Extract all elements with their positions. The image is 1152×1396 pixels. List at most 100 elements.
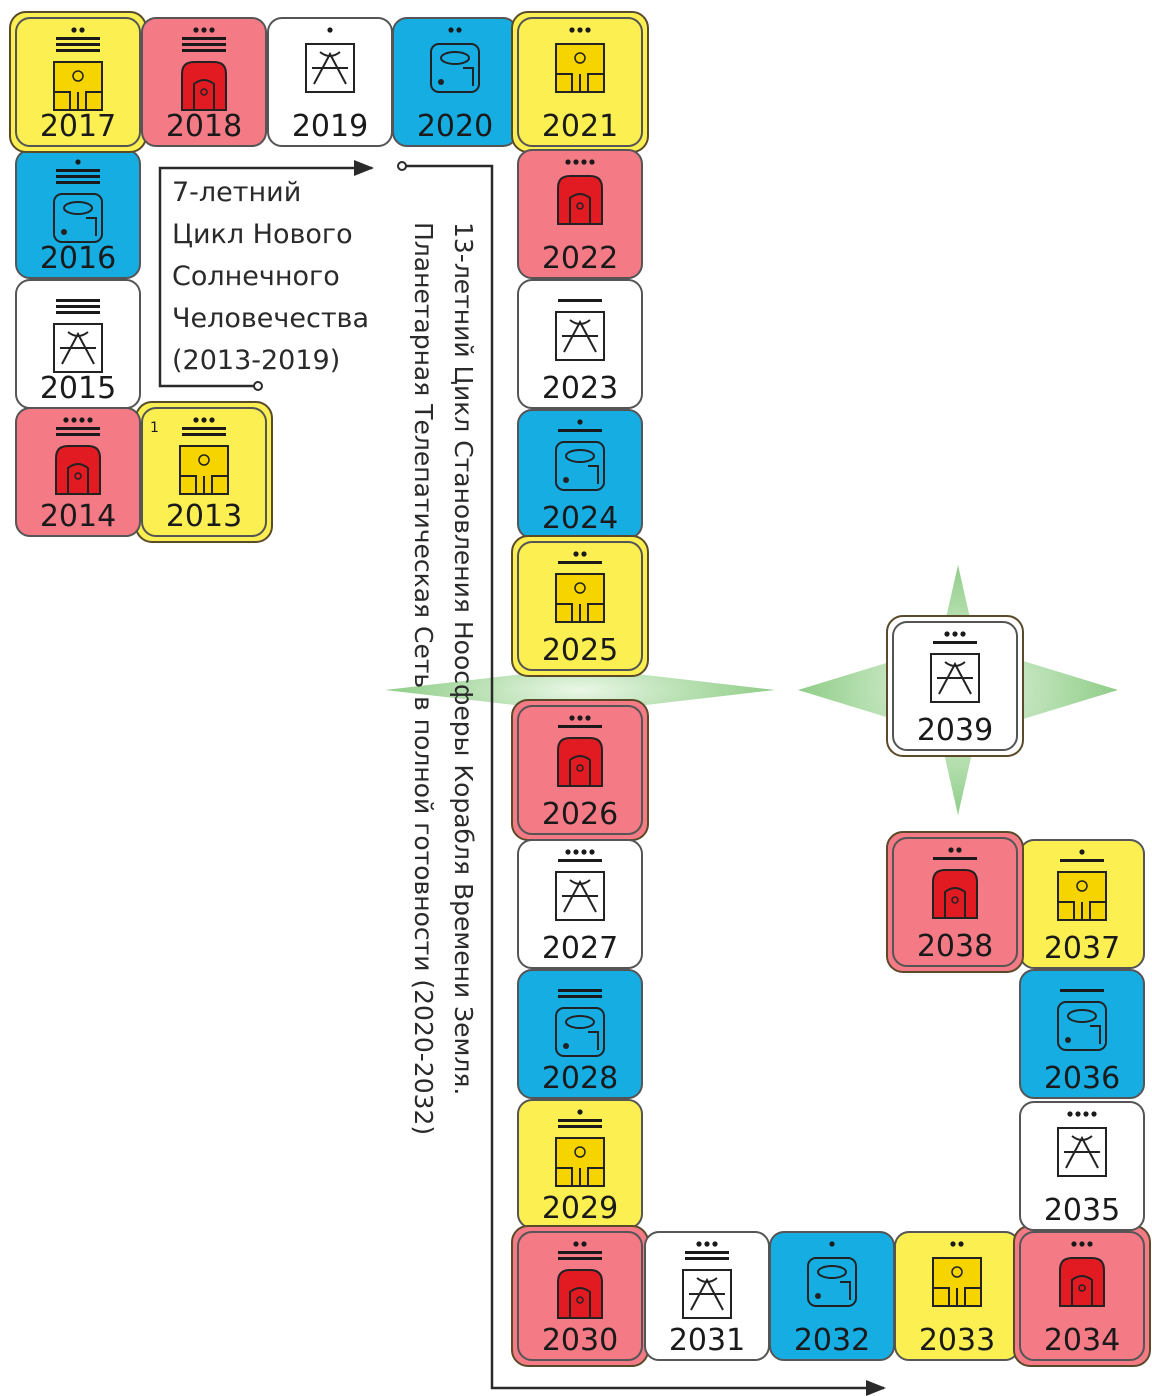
yellow-seal-icon bbox=[555, 573, 605, 623]
tile-year-label: 2031 bbox=[669, 1323, 745, 1358]
white-seal-icon bbox=[555, 871, 605, 921]
tile-year-label: 2039 bbox=[917, 713, 993, 748]
red-seal-icon bbox=[932, 869, 978, 919]
tile-year-label: 2016 bbox=[40, 241, 116, 276]
yellow-seal-icon bbox=[1057, 871, 1107, 921]
tone-dots bbox=[696, 1241, 718, 1247]
year-tile-2017: 2017 bbox=[9, 11, 147, 153]
tile-year-label: 2030 bbox=[542, 1323, 618, 1358]
blue-seal-icon bbox=[430, 43, 480, 93]
tone-dots bbox=[75, 159, 81, 165]
blue-seal-icon bbox=[807, 1257, 857, 1307]
short-cycle-line-2: Цикл Нового bbox=[172, 219, 353, 250]
tile-year-label: 2017 bbox=[40, 109, 116, 144]
short-cycle-start-dot bbox=[253, 381, 263, 391]
year-tile-2022: 2022 bbox=[517, 149, 643, 279]
red-seal-icon bbox=[181, 61, 227, 111]
tone-bars bbox=[558, 989, 602, 998]
tone-dots bbox=[569, 715, 591, 721]
year-tile-2028: 2028 bbox=[517, 969, 643, 1099]
red-seal-icon bbox=[557, 737, 603, 787]
tone-dots bbox=[577, 419, 583, 425]
white-seal-icon bbox=[53, 323, 103, 373]
short-cycle-line-5: (2013-2019) bbox=[172, 345, 341, 376]
tone-dots bbox=[1079, 849, 1085, 855]
long-cycle-label-line-1: 13-летний Цикл Становления Ноосферы Кора… bbox=[449, 222, 478, 1096]
tile-year-label: 2038 bbox=[917, 929, 993, 964]
tile-year-label: 2019 bbox=[292, 109, 368, 144]
start-index-label: 1 bbox=[150, 420, 159, 436]
tile-year-label: 2014 bbox=[40, 499, 116, 534]
short-cycle-line-4: Человечества bbox=[172, 303, 370, 334]
tone-bars bbox=[56, 299, 100, 314]
tile-year-label: 2027 bbox=[542, 931, 618, 966]
tile-year-label: 2022 bbox=[542, 241, 618, 276]
short-cycle-label: 7-летний Цикл Нового Солнечного Человече… bbox=[172, 172, 402, 382]
white-seal-icon bbox=[682, 1269, 732, 1319]
tile-year-label: 2035 bbox=[1044, 1193, 1120, 1228]
year-tile-2039: 2039 bbox=[886, 615, 1024, 757]
tile-year-label: 2036 bbox=[1044, 1061, 1120, 1096]
tile-year-label: 2037 bbox=[1044, 931, 1120, 966]
tone-dots bbox=[569, 27, 591, 33]
year-tile-2026: 2026 bbox=[511, 699, 649, 841]
tone-bars bbox=[56, 37, 100, 52]
year-tile-2038: 2038 bbox=[886, 831, 1024, 973]
white-seal-icon bbox=[555, 311, 605, 361]
tone-bars bbox=[558, 299, 602, 302]
year-tile-2023: 2023 bbox=[517, 279, 643, 409]
year-tile-2025: 2025 bbox=[511, 535, 649, 677]
year-tile-2027: 2027 bbox=[517, 839, 643, 969]
tone-dots bbox=[829, 1241, 835, 1247]
tone-dots bbox=[950, 1241, 964, 1247]
tile-year-label: 2033 bbox=[919, 1323, 995, 1358]
blue-seal-icon bbox=[555, 441, 605, 491]
year-tile-2024: 2024 bbox=[517, 409, 643, 539]
yellow-seal-icon bbox=[53, 61, 103, 111]
white-seal-icon bbox=[930, 653, 980, 703]
tone-bars bbox=[933, 641, 977, 644]
tone-dots bbox=[573, 551, 587, 557]
tone-bars bbox=[1060, 859, 1104, 862]
tone-bars bbox=[558, 561, 602, 564]
tile-year-label: 2023 bbox=[542, 371, 618, 406]
long-cycle-line bbox=[402, 164, 886, 1396]
tone-dots bbox=[71, 27, 85, 33]
blue-seal-icon bbox=[53, 193, 103, 243]
year-tile-2031: 2031 bbox=[644, 1231, 770, 1361]
year-tile-2015: 2015 bbox=[15, 279, 141, 409]
tone-bars bbox=[182, 427, 226, 436]
tone-bars bbox=[182, 37, 226, 52]
white-seal-icon bbox=[1057, 1127, 1107, 1177]
tone-bars bbox=[56, 427, 100, 436]
year-tile-2013: 2013 1 bbox=[135, 401, 273, 543]
tone-dots bbox=[193, 27, 215, 33]
tone-bars bbox=[56, 169, 100, 184]
tile-year-label: 2028 bbox=[542, 1061, 618, 1096]
tile-year-label: 2025 bbox=[542, 633, 618, 668]
tile-year-label: 2018 bbox=[166, 109, 242, 144]
tone-dots bbox=[193, 417, 215, 423]
tone-bars bbox=[1060, 989, 1104, 992]
white-seal-icon bbox=[305, 43, 355, 93]
yellow-seal-icon bbox=[932, 1257, 982, 1307]
red-seal-icon bbox=[557, 175, 603, 225]
tile-year-label: 2029 bbox=[542, 1191, 618, 1226]
blue-seal-icon bbox=[1057, 1001, 1107, 1051]
blue-seal-icon bbox=[555, 1007, 605, 1057]
year-tile-2030: 2030 bbox=[511, 1225, 649, 1367]
tone-dots bbox=[577, 1109, 583, 1115]
tone-bars bbox=[685, 1251, 729, 1260]
red-seal-icon bbox=[557, 1269, 603, 1319]
year-tile-2034: 2034 bbox=[1013, 1225, 1151, 1367]
tone-bars bbox=[933, 857, 977, 860]
tile-year-label: 2034 bbox=[1044, 1323, 1120, 1358]
tile-year-label: 2013 bbox=[166, 499, 242, 534]
year-tile-2018: 2018 bbox=[141, 17, 267, 147]
year-tile-2021: 2021 bbox=[511, 11, 649, 153]
tone-dots bbox=[573, 1241, 587, 1247]
tone-bars bbox=[558, 429, 602, 432]
tone-dots bbox=[448, 27, 462, 33]
